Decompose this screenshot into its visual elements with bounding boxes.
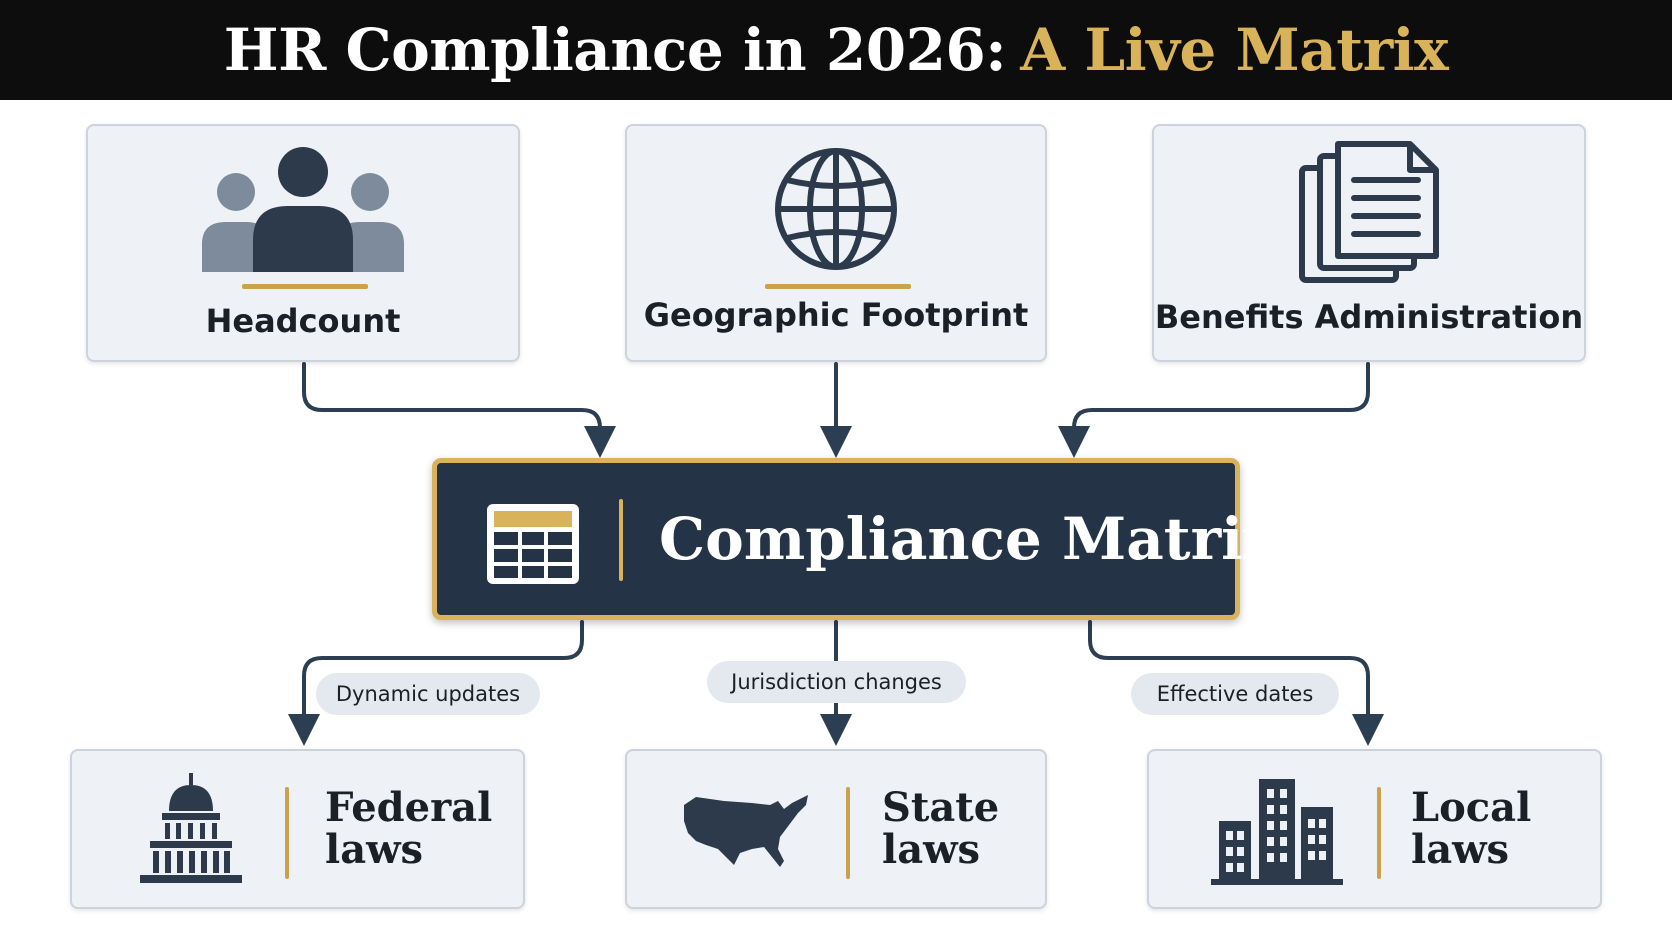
input-label-geographic-footprint: Geographic Footprint (643, 296, 1029, 334)
accent-underline (765, 284, 911, 289)
title-main: HR Compliance in 2026: (223, 16, 1007, 84)
input-label-benefits-administration: Benefits Administration (1154, 298, 1584, 336)
edge-label-dynamic-updates: Dynamic updates (316, 673, 540, 715)
card-divider (1377, 787, 1381, 879)
city-buildings-icon (1211, 777, 1343, 892)
accent-underline (242, 284, 368, 289)
output-label-line1: Local (1411, 784, 1532, 831)
globe-icon (627, 140, 1045, 278)
output-label-line1: Federal (325, 784, 493, 831)
table-grid-icon (484, 501, 582, 592)
card-divider (285, 787, 289, 879)
capitol-building-icon (136, 771, 246, 890)
title-bar: HR Compliance in 2026: A Live Matrix (0, 0, 1672, 100)
edge-label-effective-dates: Effective dates (1131, 673, 1339, 715)
arrow-matrix-to-federal (288, 620, 584, 746)
compliance-matrix-label: Compliance Matrix (659, 505, 1278, 573)
title-accent: A Live Matrix (1020, 16, 1449, 84)
matrix-divider (619, 499, 623, 581)
input-label-headcount: Headcount (205, 302, 401, 340)
compliance-matrix-box: Compliance Matrix (432, 458, 1278, 620)
output-label-federal-laws: Federal laws (325, 784, 493, 873)
input-card-headcount: Headcount (86, 124, 520, 362)
arrow-headcount-to-matrix (302, 362, 616, 458)
documents-icon (1154, 140, 1584, 283)
input-card-geographic-footprint: Geographic Footprint (625, 124, 1047, 362)
output-label-line2: laws (882, 826, 981, 873)
arrow-matrix-to-local (1088, 620, 1384, 746)
output-card-local-laws: Local laws (1147, 749, 1602, 909)
us-map-icon (680, 791, 812, 876)
output-label-line1: State (882, 784, 1000, 831)
output-label-state-laws: State laws (882, 787, 1032, 871)
edge-label-jurisdiction-changes: Jurisdiction changes (707, 661, 966, 703)
output-card-federal-laws: Federal laws (70, 749, 525, 909)
output-card-state-laws: State laws (625, 749, 1047, 909)
input-card-benefits-administration: Benefits Administration (1152, 124, 1586, 362)
output-label-line2: laws (325, 826, 424, 873)
card-divider (846, 787, 850, 879)
arrow-benefits-to-matrix (1058, 362, 1370, 458)
output-label-local-laws: Local laws (1411, 787, 1561, 871)
people-group-icon (88, 140, 518, 278)
output-label-line2: laws (1411, 826, 1510, 873)
